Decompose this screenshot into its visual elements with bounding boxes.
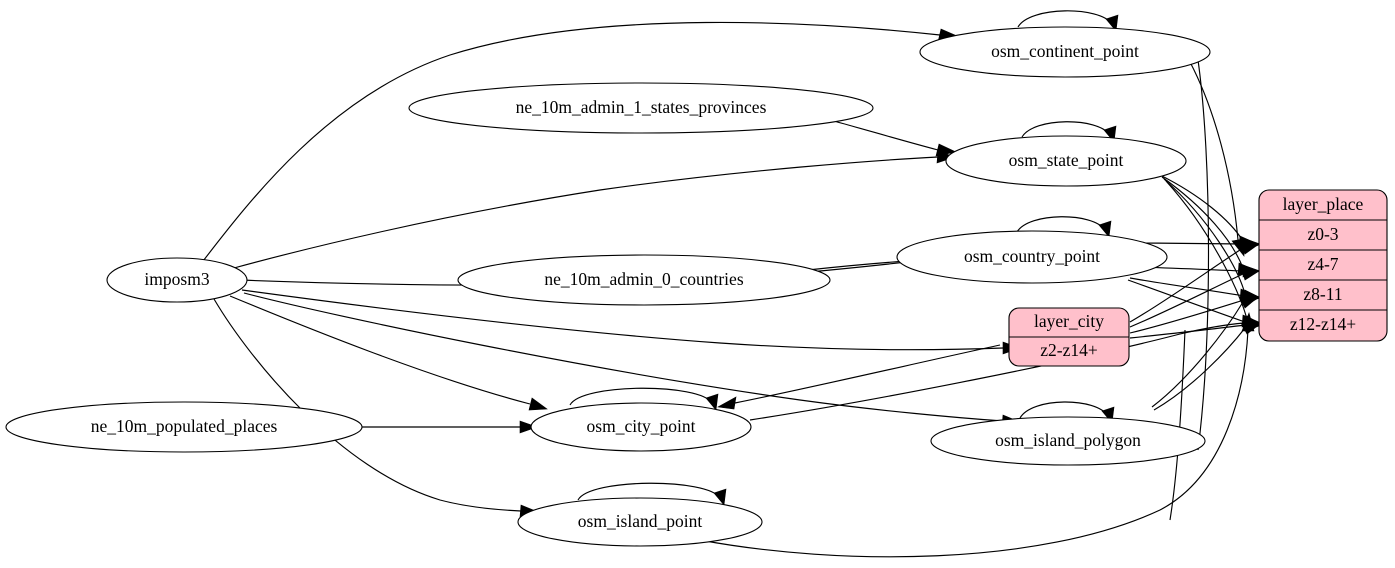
- edge-country-point-to-osm-city-point: [717, 344, 1001, 410]
- record-layer-place-row-z12-z14[interactable]: z12-z14+: [1290, 314, 1356, 334]
- node-osm-continent-point[interactable]: osm_continent_point: [919, 26, 1211, 78]
- node-ne-states-label: ne_10m_admin_1_states_provinces: [516, 97, 767, 117]
- edge-imposm3-to-osm-continent-point: [199, 21, 958, 266]
- node-imposm3[interactable]: imposm3: [106, 257, 248, 303]
- edge-vertical-connector-a: [1197, 59, 1210, 451]
- edge-layer-city-to-layer-place-z4-7: [1129, 267, 1260, 328]
- node-osm-state-point-label: osm_state_point: [1009, 150, 1124, 170]
- node-osm-island-polygon-label: osm_island_polygon: [995, 430, 1141, 450]
- edge-imposm3-to-osm-city-point: [229, 295, 548, 411]
- record-layer-city-row-z2-z14[interactable]: z2-z14+: [1040, 340, 1098, 360]
- node-ne-populated-label: ne_10m_populated_places: [91, 416, 278, 436]
- node-osm-island-point-label: osm_island_point: [578, 511, 703, 531]
- node-ne-10m-admin-0-countries[interactable]: ne_10m_admin_0_countries: [457, 254, 831, 306]
- node-osm-continent-point-label: osm_continent_point: [991, 41, 1139, 61]
- node-ne-countries-label: ne_10m_admin_0_countries: [544, 269, 743, 289]
- edge-layer: [199, 10, 1263, 558]
- node-osm-country-point[interactable]: osm_country_point: [896, 230, 1168, 284]
- node-imposm3-label: imposm3: [144, 269, 209, 289]
- node-osm-city-point-label: osm_city_point: [587, 416, 696, 436]
- record-layer-city[interactable]: layer_city z2-z14+: [1008, 307, 1130, 367]
- node-osm-state-point[interactable]: osm_state_point: [945, 135, 1187, 187]
- edge-ne-states-to-osm-state-point: [829, 119, 957, 157]
- record-layer-place[interactable]: layer_place z0-3 z4-7 z8-11 z12-z14+: [1258, 189, 1388, 342]
- edge-osm-island-polygon-to-layer-place-z8-11: [1151, 296, 1259, 408]
- edge-imposm3-to-osm-state-point: [233, 150, 956, 269]
- record-layer-city-title: layer_city: [1034, 311, 1104, 331]
- edge-osm-continent-point-self-loop: [1017, 10, 1119, 32]
- record-layer: layer_city z2-z14+ layer_place z0-3 z4-7…: [1008, 189, 1388, 367]
- node-ne-10m-admin-1-states-provinces[interactable]: ne_10m_admin_1_states_provinces: [408, 82, 874, 134]
- edge-ne-populated-to-osm-city-point: [362, 420, 538, 434]
- edge-osm-island-point-self-loop: [577, 482, 727, 506]
- node-osm-city-point[interactable]: osm_city_point: [530, 402, 752, 452]
- node-layer: osm_continent_point ne_10m_admin_1_state…: [5, 26, 1211, 547]
- node-osm-island-point[interactable]: osm_island_point: [517, 497, 763, 547]
- node-ne-10m-populated-places[interactable]: ne_10m_populated_places: [5, 401, 363, 453]
- edge-layer-city-to-layer-place-z0-3: [1129, 242, 1260, 323]
- record-layer-place-row-z8-11[interactable]: z8-11: [1303, 284, 1342, 304]
- edge-osm-state-point-to-layer-place-z4-7: [1161, 176, 1258, 276]
- record-layer-place-row-z4-7[interactable]: z4-7: [1307, 254, 1338, 274]
- edge-osm-city-point-self-loop: [569, 387, 719, 411]
- edge-osm-country-point-self-loop: [1016, 216, 1112, 238]
- record-layer-place-body: [1258, 189, 1388, 342]
- record-layer-place-title: layer_place: [1283, 194, 1364, 214]
- record-layer-place-row-z0-3[interactable]: z0-3: [1307, 224, 1338, 244]
- node-osm-country-point-label: osm_country_point: [964, 246, 1100, 266]
- node-osm-island-polygon[interactable]: osm_island_polygon: [930, 416, 1206, 466]
